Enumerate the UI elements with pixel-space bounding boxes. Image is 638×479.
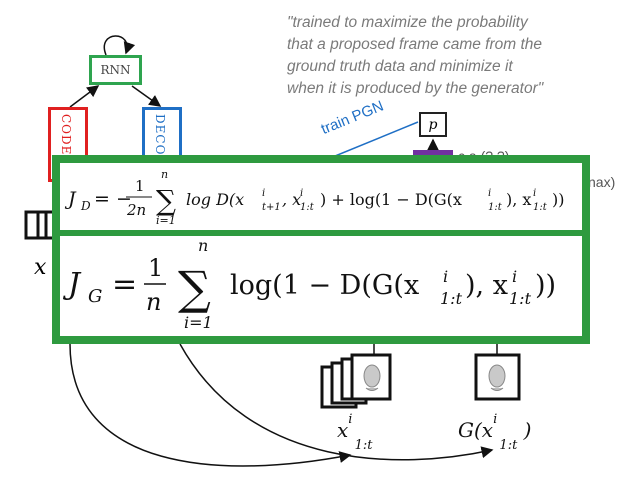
rnn-self-loop-arrow: [103, 35, 136, 56]
p-label: p: [428, 116, 438, 133]
svg-text:log D(x: log D(x: [186, 190, 244, 209]
rnn-box: RNN: [89, 55, 142, 85]
svg-text:=: =: [112, 267, 137, 302]
curve-arrow-to-real-frames: [69, 343, 352, 467]
svg-text:= −: = −: [94, 188, 132, 210]
svg-text:∑: ∑: [156, 184, 176, 217]
overlay-divider: [60, 230, 582, 236]
curve-arrow-to-generated: [179, 343, 494, 461]
face-icon: [488, 364, 506, 391]
svg-text:1:t: 1:t: [533, 202, 548, 213]
generator-loss-equation: J G = 1 n n ∑ i=1 log(1 − D(G(x i 1:t ),…: [60, 236, 582, 336]
svg-text:n: n: [198, 236, 208, 255]
svg-text:)): )): [552, 190, 564, 209]
p-box: p: [419, 112, 447, 137]
svg-text:i: i: [262, 188, 265, 199]
svg-text:i=1: i=1: [184, 313, 213, 332]
svg-text:1: 1: [135, 177, 145, 195]
encoder-to-rnn-arrow: [69, 85, 100, 108]
svg-text:G: G: [88, 286, 102, 307]
svg-text:)): )): [535, 270, 556, 301]
equation-overlay: J D = − 1 2n n ∑ i=1 log D(x i t+1 , x i…: [52, 155, 590, 344]
svg-text:i: i: [443, 267, 448, 286]
svg-text:i=1: i=1: [156, 214, 176, 227]
svg-text:J: J: [62, 267, 82, 302]
rnn-label: RNN: [100, 63, 131, 77]
face-icon: [363, 364, 381, 391]
real-frames-label: x i 1:t: [337, 412, 373, 453]
svg-text:1:t: 1:t: [300, 202, 315, 213]
input-frames-icon: [24, 210, 56, 240]
svg-text:n: n: [146, 288, 161, 316]
svg-text:t+1: t+1: [262, 202, 281, 213]
svg-text:J: J: [64, 188, 77, 210]
svg-text:) + log(1 − D(G(x: ) + log(1 − D(G(x: [320, 190, 462, 209]
generated-frame: [474, 353, 521, 401]
generated-frame-label: G(x i 1:t ): [458, 412, 532, 453]
input-x-label: x: [34, 255, 47, 280]
svg-text:D: D: [80, 199, 91, 213]
svg-text:i: i: [533, 188, 536, 199]
svg-text:1:t: 1:t: [488, 202, 503, 213]
svg-text:), x: ), x: [506, 190, 531, 209]
svg-text:1:t: 1:t: [440, 289, 463, 308]
rnn-to-decoder-arrow: [131, 85, 162, 107]
svg-text:log(1 − D(G(x: log(1 − D(G(x: [230, 270, 419, 301]
svg-text:1:t: 1:t: [509, 289, 532, 308]
svg-text:n: n: [161, 168, 168, 181]
real-frames-stack: [320, 353, 392, 409]
svg-text:i: i: [488, 188, 491, 199]
encoder-label: CODER: [59, 114, 73, 166]
svg-text:2n: 2n: [126, 201, 146, 219]
svg-text:i: i: [512, 267, 517, 286]
svg-text:, x: , x: [282, 190, 301, 209]
svg-text:), x: ), x: [465, 270, 508, 301]
svg-text:1: 1: [148, 254, 163, 282]
right-fragment-2: nax): [588, 174, 616, 190]
svg-text:i: i: [300, 188, 303, 199]
discriminator-loss-equation: J D = − 1 2n n ∑ i=1 log D(x i t+1 , x i…: [60, 163, 582, 230]
discriminator-quote: "trained to maximize the probability tha…: [287, 14, 544, 97]
svg-text:∑: ∑: [178, 261, 211, 315]
decoder-label: DECOD: [153, 114, 167, 167]
